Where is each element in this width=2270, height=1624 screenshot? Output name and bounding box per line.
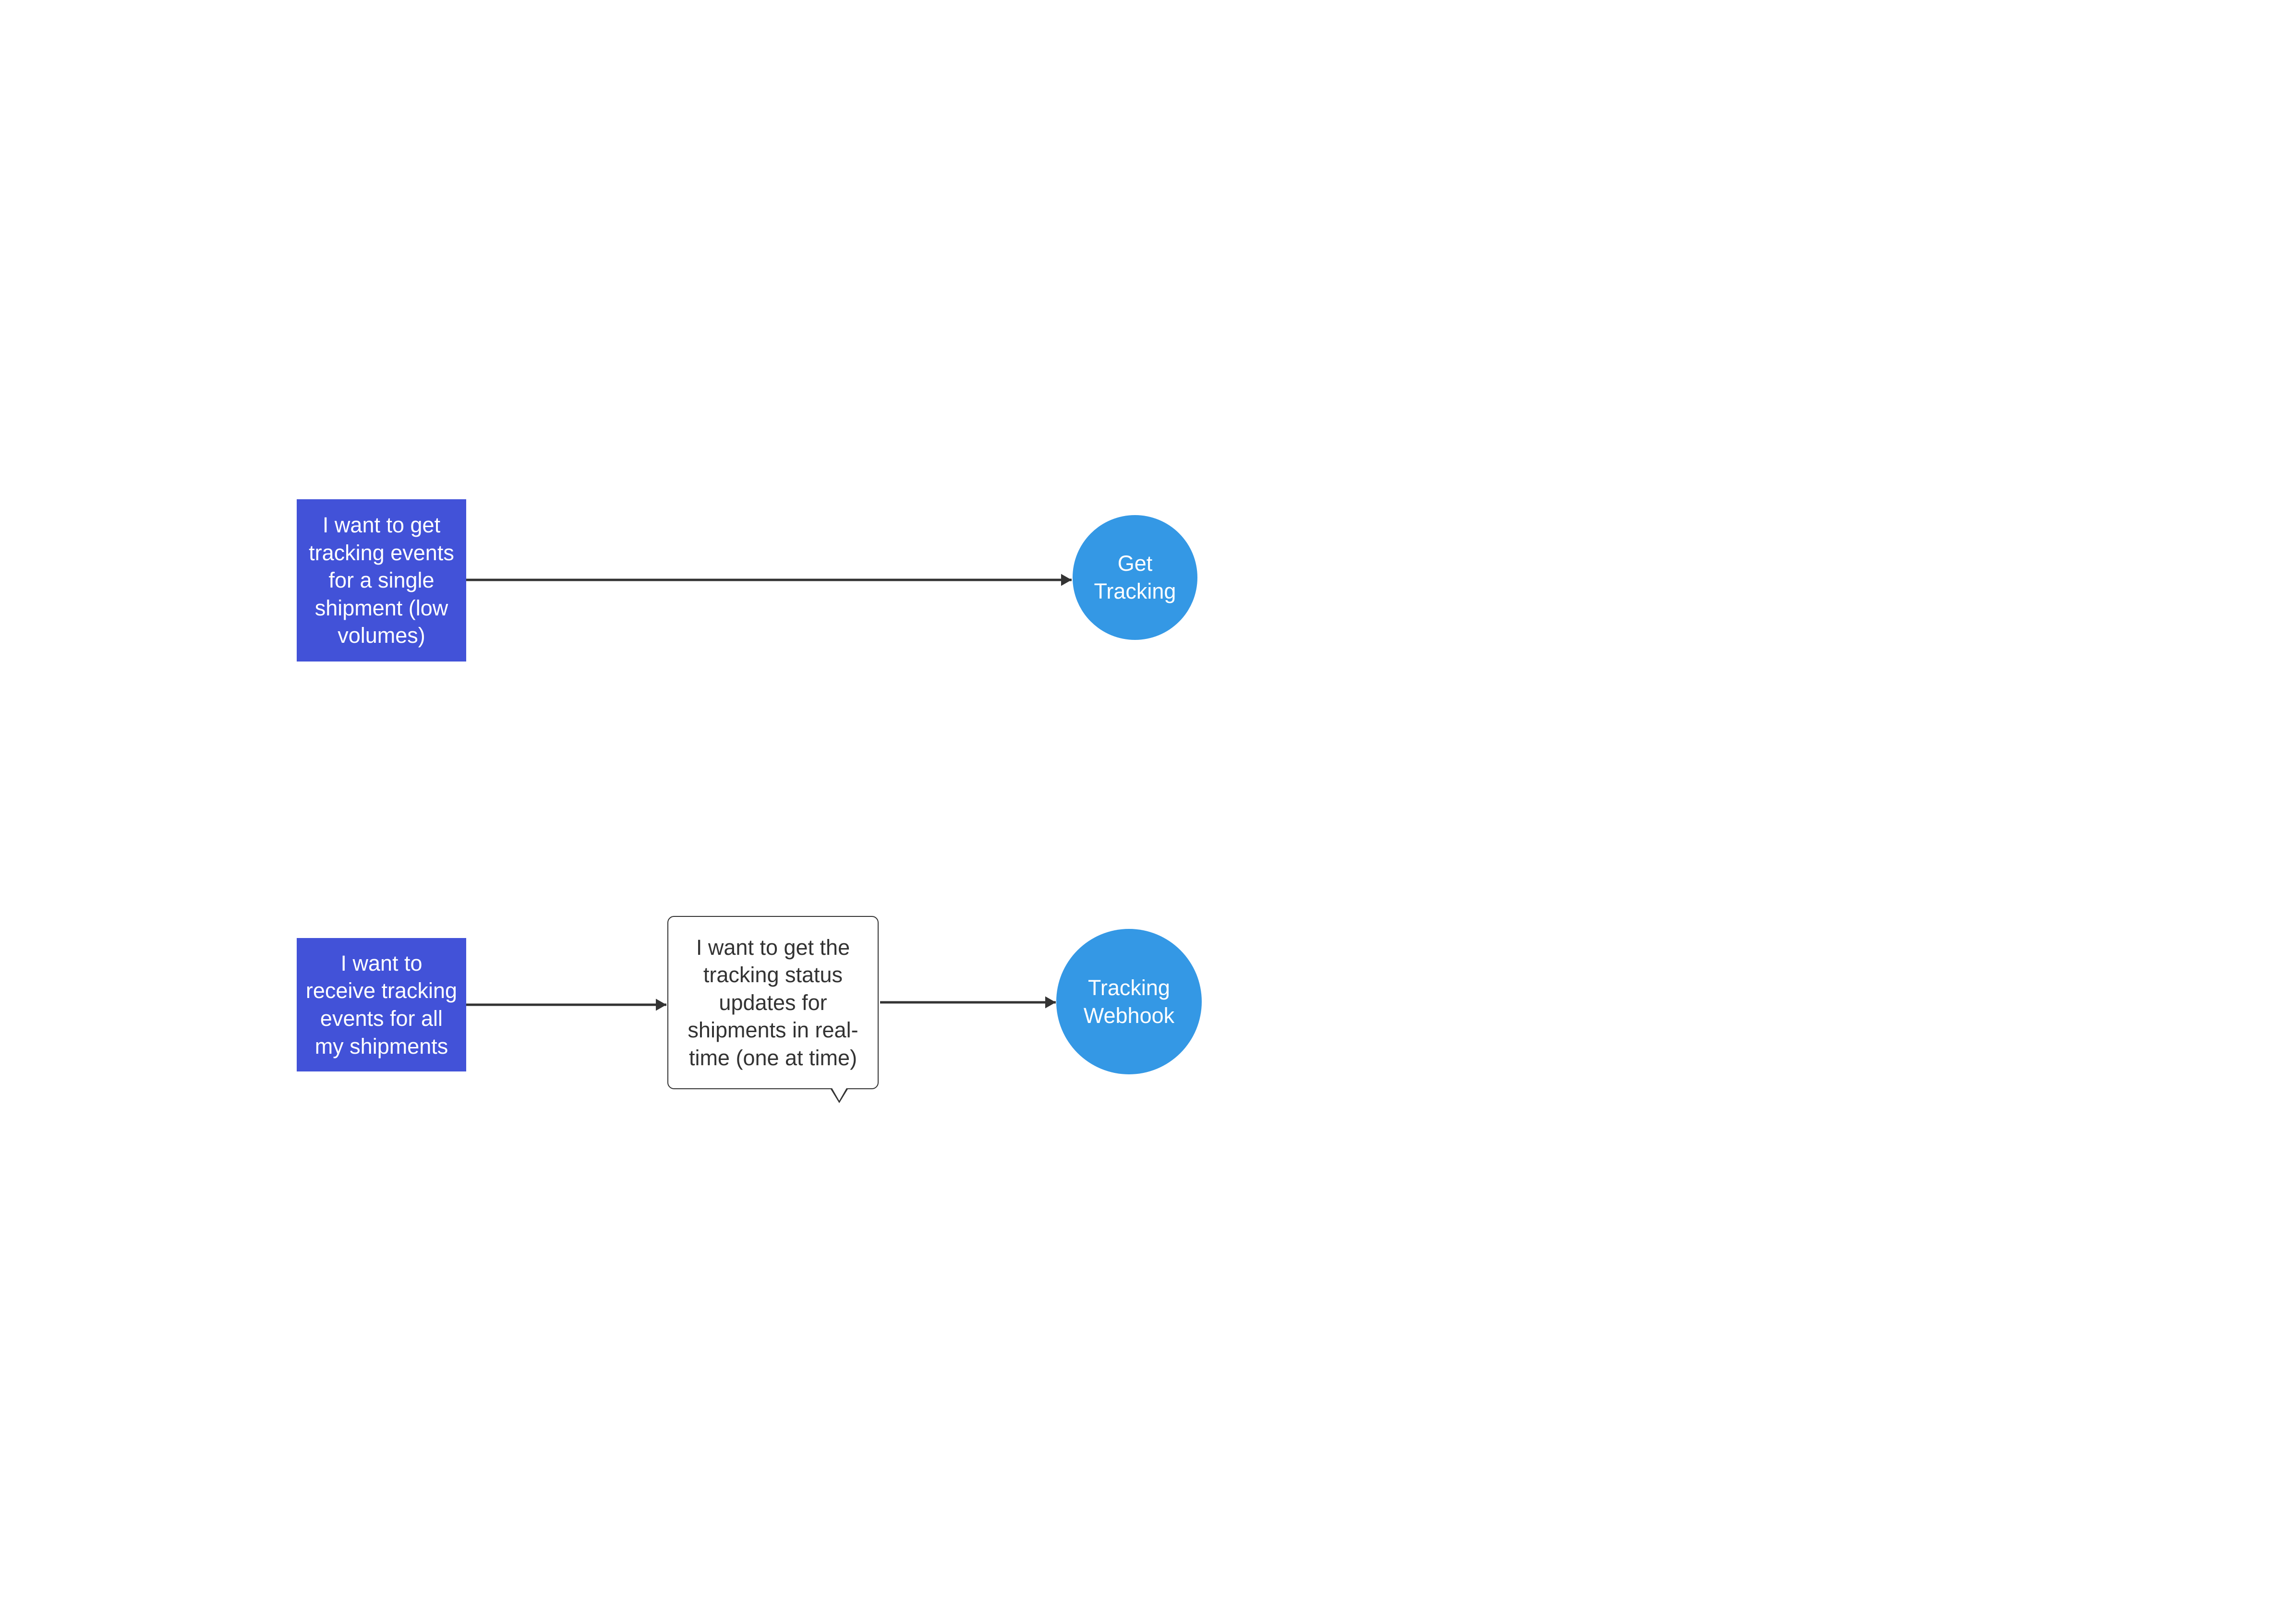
- option-box-single-shipment-label: I want to get tracking events for a sing…: [309, 513, 454, 648]
- option-box-all-shipments: I want to receive tracking events for al…: [297, 938, 466, 1071]
- option-box-all-shipments-label: I want to receive tracking events for al…: [305, 950, 458, 1059]
- api-circle-get-tracking: Get Tracking: [1073, 515, 1197, 640]
- note-bubble-realtime: I want to get the tracking status update…: [667, 916, 879, 1103]
- api-circle-tracking-webhook-label: Tracking Webhook: [1083, 975, 1175, 1028]
- api-circle-get-tracking-label: Get Tracking: [1094, 551, 1176, 603]
- option-box-single-shipment: I want to get tracking events for a sing…: [297, 499, 466, 662]
- note-bubble-tail-fill: [832, 1087, 847, 1101]
- note-bubble-realtime-label: I want to get the tracking status update…: [688, 935, 858, 1070]
- api-circle-tracking-webhook: Tracking Webhook: [1056, 929, 1202, 1074]
